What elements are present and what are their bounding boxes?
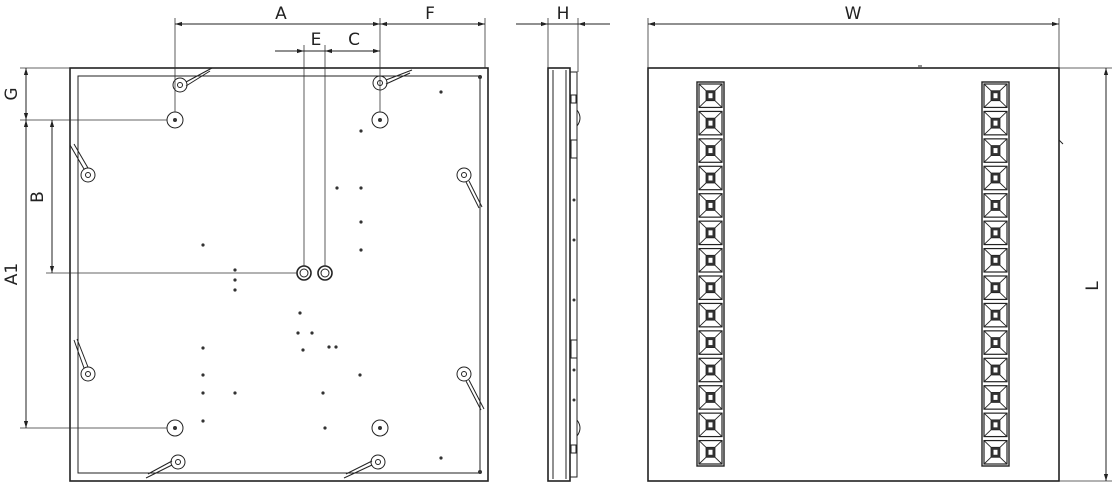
side-body <box>547 67 571 482</box>
dimension-g: G <box>2 67 167 121</box>
clip-right-upper <box>456 167 483 209</box>
louver-cell <box>698 275 723 301</box>
louver-cell <box>983 83 1008 109</box>
louver-cell <box>983 138 1008 163</box>
louver-cell <box>983 220 1008 246</box>
louver-cell <box>698 247 723 273</box>
back-outer-frame <box>69 67 489 482</box>
side-view: H <box>516 4 610 482</box>
louver-cell <box>698 302 723 328</box>
dim-label-g: G <box>2 87 22 100</box>
dim-label-f: F <box>425 4 435 24</box>
louver-cell <box>698 357 723 383</box>
louver-cell <box>698 330 723 355</box>
dim-label-b: B <box>28 191 48 203</box>
front-view: W L <box>647 4 1112 482</box>
louver-cell <box>983 439 1008 465</box>
louver-cell <box>983 247 1008 273</box>
screw-dots <box>201 75 482 474</box>
clip-left-upper <box>69 143 96 183</box>
dim-label-w: W <box>845 4 862 24</box>
louver-column <box>696 81 725 467</box>
dimension-a: A <box>174 4 381 112</box>
louver-cell <box>698 385 723 410</box>
louver-column <box>981 81 1010 467</box>
front-frame <box>647 67 1060 482</box>
clip-bottom-left <box>145 454 186 479</box>
side-back-box <box>569 71 578 478</box>
louver-cell <box>698 83 723 109</box>
dimension-f: F <box>380 4 486 68</box>
dimension-l: L <box>1059 67 1112 482</box>
dimension-e-c: E C <box>275 30 380 266</box>
clip-top-right <box>372 69 413 91</box>
dimension-w: W <box>647 4 1060 68</box>
back-view: A F E C G B <box>2 4 489 482</box>
louver-cell <box>698 412 723 438</box>
mounting-holes <box>166 111 389 437</box>
dim-label-c: C <box>348 30 360 50</box>
louver-cell <box>698 193 723 218</box>
louver-cell <box>983 165 1008 191</box>
louver-cell <box>983 302 1008 328</box>
clip-top-left <box>172 67 213 93</box>
louver-cell <box>983 330 1008 355</box>
back-inner-frame <box>77 75 481 474</box>
louver-cell <box>983 412 1008 438</box>
louver-cell <box>983 110 1008 136</box>
cable-entries <box>296 265 333 281</box>
dim-label-a1: A1 <box>2 263 22 285</box>
louver-cell <box>698 110 723 136</box>
dimension-a1: A1 <box>2 120 167 429</box>
louver-cell <box>983 275 1008 301</box>
louver-cell <box>698 220 723 246</box>
clip-bottom-right <box>343 454 386 479</box>
louver-cell <box>698 439 723 465</box>
dim-label-e: E <box>311 30 322 50</box>
louver-cell <box>983 357 1008 383</box>
dim-label-h: H <box>557 4 570 24</box>
dim-label-l: L <box>1083 281 1103 291</box>
clip-left-lower <box>73 338 96 382</box>
louver-cell <box>983 385 1008 410</box>
clip-right-lower <box>456 366 485 411</box>
dimension-h: H <box>516 4 610 72</box>
dimension-b: B <box>28 120 297 274</box>
louver-cell <box>698 165 723 191</box>
louver-cell <box>983 193 1008 218</box>
louver-cell <box>698 138 723 163</box>
louver-grid <box>696 81 1010 467</box>
dim-label-a: A <box>275 4 287 24</box>
